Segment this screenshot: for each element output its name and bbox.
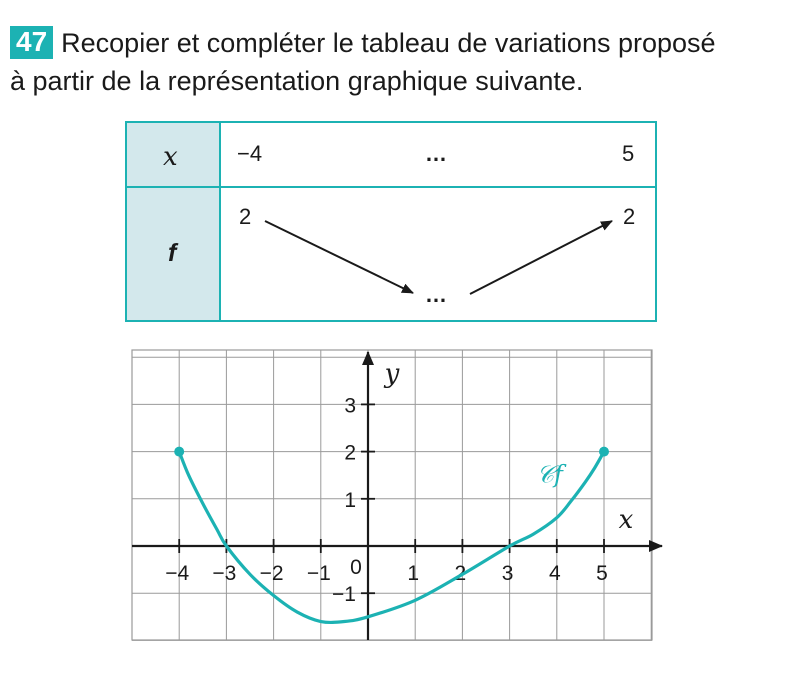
table-frame (125, 121, 657, 322)
decreasing-arrow (264, 220, 414, 294)
header-column (125, 121, 221, 322)
f-middle-value: … (425, 282, 448, 307)
x-end-value: 5 (622, 141, 635, 166)
x-axis-label: x (619, 505, 634, 535)
curve-endpoint (174, 446, 185, 457)
variation-arrows (264, 220, 613, 295)
f-end-value: 2 (623, 204, 636, 229)
y-tick-label: 3 (344, 394, 356, 417)
row-f-header: f (168, 239, 177, 267)
instruction-line-2: à partir de la représentation graphique … (10, 66, 584, 96)
instruction-text-1: Recopier et compléter le tableau de vari… (61, 28, 716, 58)
curve-cf (177, 450, 606, 625)
x-tick-label: −2 (260, 562, 284, 585)
curve-name-label: 𝒞f (537, 460, 567, 488)
x-middle-value: … (425, 141, 448, 166)
grid-border (131, 349, 653, 641)
x-tick-label: 1 (407, 562, 419, 585)
exercise-number-badge: 47 (10, 26, 54, 59)
y-axis-label: y (384, 359, 400, 389)
curve-endpoint (599, 446, 609, 457)
x-tick-label: −3 (212, 562, 236, 585)
y-tick-label: 2 (344, 442, 356, 465)
graph-ticks: −4 −3 −2 −1 1 2 3 4 5 −1 1 2 3 0 (165, 394, 608, 606)
y-tick-label: 1 (344, 489, 356, 512)
f-start-value: 2 (239, 204, 252, 229)
origin-label: 0 (350, 556, 362, 579)
x-tick-label: 5 (596, 562, 608, 585)
curve-group: 𝒞f (174, 446, 609, 625)
x-tick-label: −4 (165, 562, 189, 585)
x-tick-label: 2 (455, 562, 467, 585)
x-tick-label: 4 (549, 562, 561, 585)
variation-table: x f −4 … 5 2 … 2 (125, 121, 657, 322)
y-tick-label: −1 (332, 583, 356, 606)
x-start-value: −4 (237, 141, 263, 166)
increasing-arrow (469, 220, 613, 295)
column-divider (219, 121, 221, 322)
row-x-header: x (163, 142, 178, 172)
graph-axes (132, 351, 663, 640)
x-tick-label: −1 (307, 562, 331, 585)
row-divider (125, 186, 657, 188)
x-tick-label: 3 (502, 562, 514, 585)
graph-labels: xy (384, 359, 634, 535)
